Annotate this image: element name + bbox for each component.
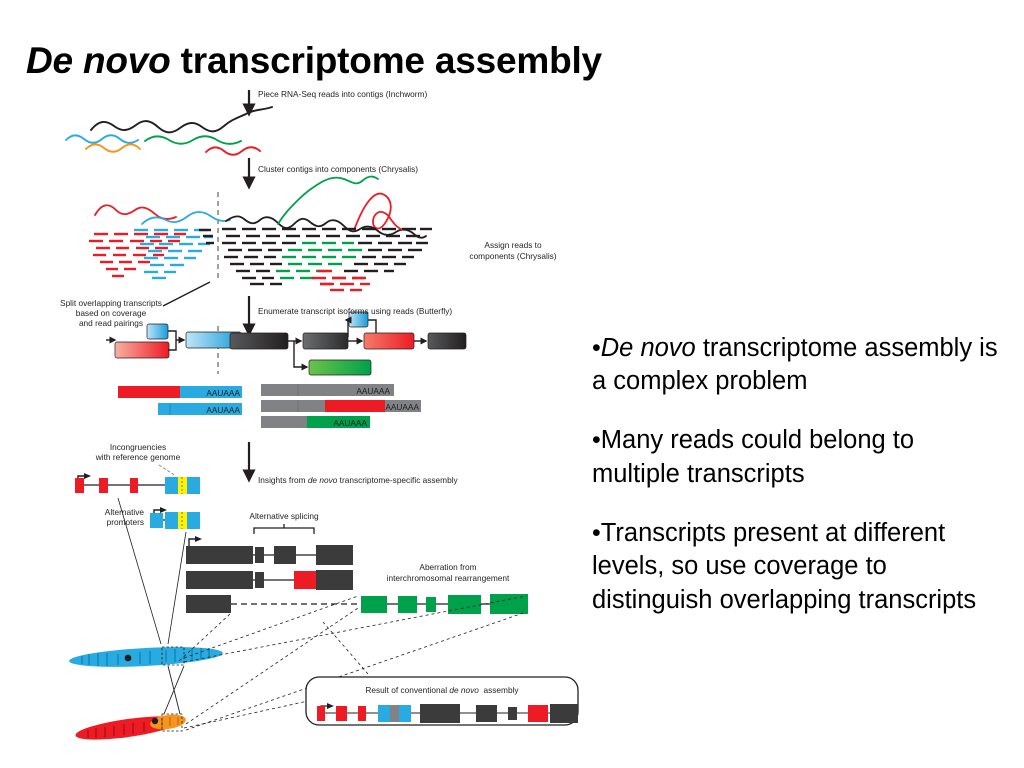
bullet-item-1: •De novo transcriptome assembly is a com… [592, 332, 1000, 399]
label-assign-reads-line2: components (Chrysalis) [469, 251, 557, 261]
insights-italic: de novo [307, 475, 338, 485]
result-pre: Result of conventional [365, 685, 450, 695]
isoform-graph [106, 311, 467, 376]
bullet-marker: • [592, 426, 601, 454]
label-alt-promoters-line1: Alternative [104, 507, 144, 517]
label-aberration-line1: Aberration from [419, 562, 477, 572]
bullet-text: Many reads could belong to multiple tran… [592, 426, 915, 488]
bullet-item-3: •Transcripts present at different levels… [592, 517, 1000, 618]
label-split-line3: and read pairings [78, 318, 144, 328]
label-split-line2: based on coverage [75, 308, 147, 318]
label-incongruencies-line1: Incongruencies [109, 442, 167, 452]
component-squiggles [94, 175, 427, 239]
pipeline-svg [65, 90, 579, 740]
label-insights: Insights from de novo transcriptome-spec… [258, 475, 458, 486]
label-result-box: Result of conventional de novo assembly [306, 685, 578, 696]
label-step2-chrysalis: Cluster contigs into components (Chrysal… [258, 164, 419, 174]
read-cloud-left [89, 228, 214, 280]
result-post: assembly [478, 685, 519, 695]
page-title: De novo transcriptome assembly [26, 39, 926, 83]
polya-label-1: AAUAAA [206, 388, 240, 398]
reference-gene-models [75, 464, 200, 529]
label-step1-inchworm: Piece RNA-Seq reads into contigs (Inchwo… [258, 89, 428, 99]
bullet-item-2: •Many reads could belong to multiple tra… [592, 424, 1000, 491]
insights-post: transcriptome-specific assembly [337, 475, 458, 485]
bullet-text: Transcripts present at different levels,… [592, 518, 977, 614]
chromosome-blue [69, 646, 223, 667]
label-alt-splicing: Alternative splicing [249, 511, 319, 521]
bullet-marker: • [592, 333, 601, 362]
bullet-list: •De novo transcriptome assembly is a com… [592, 306, 1000, 643]
chromosome-red [75, 713, 186, 740]
bullet-text: transcriptome assembly is a complex prob… [592, 333, 998, 396]
page-title-italic: De novo [26, 39, 171, 81]
bullet-marker: • [592, 518, 601, 547]
polya-label-3: AAUAAA [356, 386, 390, 396]
result-italic: de novo [449, 685, 479, 695]
read-cloud-right [222, 227, 432, 292]
split-pointer-line [162, 281, 211, 307]
label-aberration-line2: interchromosomal rearrangement [386, 573, 510, 583]
polya-label-2: AAUAAA [206, 405, 240, 415]
label-incongruencies-line2: with reference genome [95, 452, 181, 462]
transcript-bars [118, 384, 421, 428]
label-step3-butterfly: Enumerate transcript isoforms using read… [258, 306, 453, 316]
bullet-italic-term: De novo [600, 333, 696, 362]
polya-label-5: AAUAAA [333, 418, 367, 428]
label-assign-reads-line1: Assign reads to [484, 240, 542, 250]
label-alt-promoters-line2: promoters [106, 517, 144, 527]
page-title-rest: transcriptome assembly [170, 39, 602, 81]
insights-pre: Insights from [258, 475, 308, 485]
label-split-line1: Split overlapping transcripts [60, 298, 162, 308]
chromosome-ideograms [69, 646, 223, 740]
trinity-pipeline-figure: Piece RNA-Seq reads into contigs (Inchwo… [58, 84, 586, 748]
contig-squiggles [65, 106, 273, 156]
polya-label-4: AAUAAA [385, 402, 419, 412]
alt-splicing-models [186, 524, 528, 614]
result-box [305, 676, 579, 726]
